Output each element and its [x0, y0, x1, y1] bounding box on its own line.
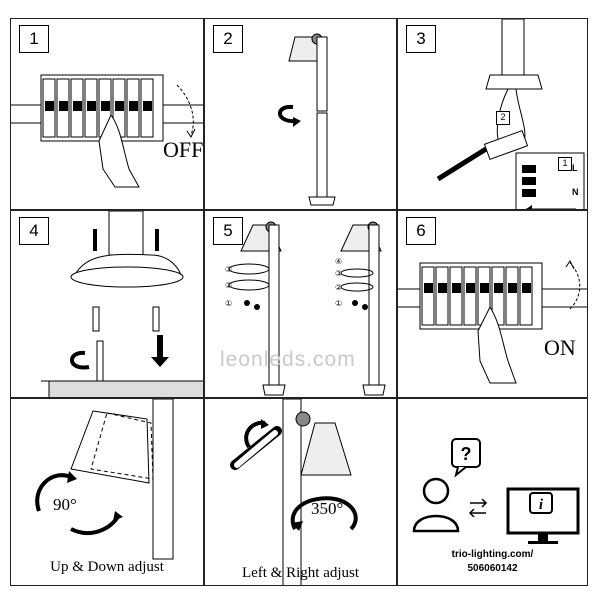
svg-text:?: ? — [461, 444, 472, 464]
step-number: 6 — [406, 217, 436, 245]
left-stack-item-2: ② — [225, 281, 233, 290]
step-number: 2 — [213, 25, 243, 53]
sub-step-number: 2 — [496, 111, 510, 125]
mount-lamp-illustration — [228, 221, 386, 396]
left-right-caption: Left & Right adjust — [241, 565, 360, 581]
right-stack-item-2: ② — [335, 283, 343, 292]
step-4-panel: 4 — [10, 210, 204, 398]
rotate-adjust-illustration — [230, 399, 358, 585]
step-number: 4 — [19, 217, 49, 245]
support-illustration: ? i — [412, 438, 580, 544]
support-code: 506060142 — [467, 563, 518, 574]
step-3-panel: 3 1 2 L N — [397, 18, 588, 210]
off-label: OFF — [163, 137, 204, 162]
step-number: 5 — [213, 217, 243, 245]
right-stack-item-4: ④ — [335, 257, 343, 266]
support-url: trio-lighting.com/ — [451, 549, 534, 560]
instruction-grid: 1 OFF 2 3 1 2 — [10, 18, 588, 586]
inset-number: 1 — [558, 157, 572, 171]
step-6-panel: 6 ON — [397, 210, 588, 398]
left-right-adjust-panel: 350° Left & Right adjust — [204, 398, 397, 586]
step-2-panel: 2 — [204, 18, 397, 210]
step-1-panel: 1 OFF — [10, 18, 204, 210]
wiring-illustration — [436, 19, 585, 209]
right-stack-item-1: ① — [335, 299, 343, 308]
left-stack-item-3: ③ — [225, 265, 233, 274]
breaker-panel-off-illustration — [11, 74, 203, 188]
breaker-panel-on-illustration — [398, 260, 587, 384]
terminal-l-label: L — [572, 163, 578, 173]
right-stack-item-3: ③ — [335, 269, 343, 278]
assemble-pole-illustration — [278, 33, 336, 206]
tilt-angle-label: 90° — [53, 495, 77, 514]
rotate-angle-label: 350° — [311, 499, 344, 518]
watermark: leonleds.com — [220, 348, 356, 371]
step-number: 3 — [406, 25, 436, 53]
up-down-caption: Up & Down adjust — [50, 559, 164, 575]
tilt-adjust-illustration — [35, 399, 174, 560]
step-5-panel: 5 ③ ② ① ④ ③ ② ① — [204, 210, 397, 398]
svg-text:i: i — [539, 497, 544, 513]
terminal-n-label: N — [572, 187, 579, 197]
support-panel: ? i trio-lighting.com/ 506060142 — [397, 398, 588, 586]
on-label: ON — [544, 335, 576, 360]
left-stack-item-1: ① — [225, 299, 233, 308]
up-down-adjust-panel: 90° Up & Down adjust — [10, 398, 204, 586]
step-number: 1 — [19, 25, 49, 53]
ground-fixing-illustration — [41, 211, 203, 397]
